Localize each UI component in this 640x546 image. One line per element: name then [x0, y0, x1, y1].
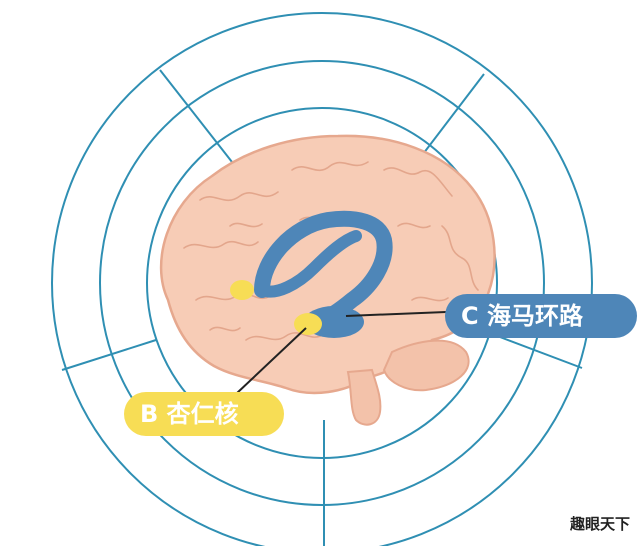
amygdala-markers: [230, 280, 322, 335]
radial-spokes: [61, 69, 583, 546]
pointer-lines: [235, 311, 447, 395]
ring-inner: [146, 107, 498, 459]
amygdala-marker-lower: [294, 313, 322, 335]
hippocampal-circuit-label: C 海马环路: [445, 294, 637, 338]
amygdala-label: B 杏仁核: [124, 392, 284, 436]
fornix-arc: [254, 210, 393, 330]
cerebellum: [382, 339, 470, 392]
spoke-right: [491, 333, 583, 369]
watermark: 趣眼天下: [569, 515, 630, 533]
brain: [159, 134, 496, 426]
pointer-hippocampus: [345, 311, 447, 317]
ring-middle: [99, 60, 545, 506]
pointer-amygdala: [235, 327, 307, 395]
hippocampus-tail: [256, 230, 362, 298]
concentric-rings: [51, 12, 593, 546]
hippocampal-circuit: [254, 210, 393, 338]
brainstem: [346, 368, 382, 426]
amygdala-marker-upper: [230, 280, 254, 300]
spoke-upper-right: [419, 73, 485, 159]
spoke-upper-left: [159, 69, 233, 163]
ring-outer: [51, 12, 593, 546]
spoke-left: [61, 339, 157, 371]
